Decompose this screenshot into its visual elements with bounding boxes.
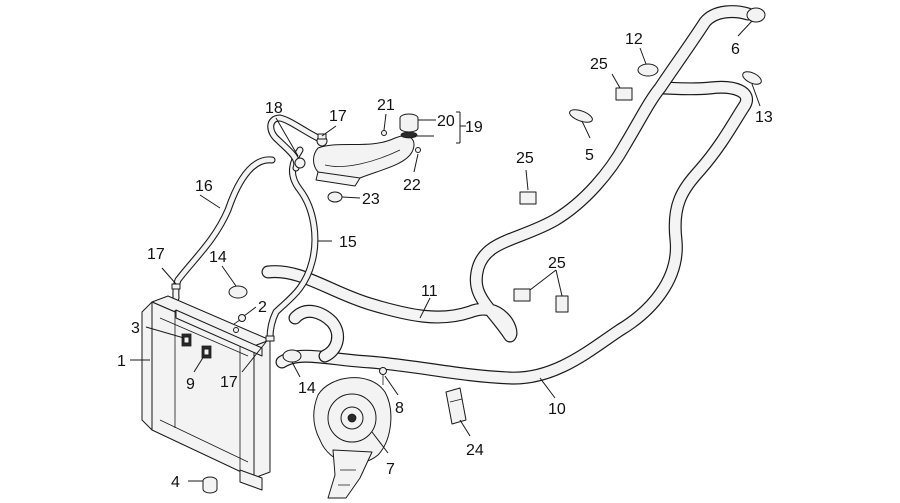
cable-strap-24	[445, 387, 467, 425]
callout-16: 16	[195, 178, 213, 195]
callout-7: 7	[386, 461, 395, 478]
callout-3: 3	[131, 320, 140, 337]
callout-10: 10	[548, 401, 566, 418]
screw-8	[379, 367, 387, 385]
rubber-grommet-4	[202, 476, 218, 494]
callout-14a: 14	[209, 249, 227, 266]
radiator-clip-3	[181, 333, 192, 347]
hose-16	[172, 156, 276, 302]
callout-14b: 14	[298, 380, 316, 397]
hose-clamp-25-middle	[519, 191, 537, 205]
hose-clamp-14-upper	[228, 285, 248, 299]
hose-clamp-25-lower	[513, 288, 569, 313]
hose-11	[261, 5, 755, 343]
clip-17-top	[171, 283, 181, 290]
callout-6: 6	[731, 41, 740, 58]
callout-5: 5	[585, 147, 594, 164]
callout-4: 4	[171, 474, 180, 491]
hose-clamp-12	[637, 63, 659, 77]
clip-17-bottom	[265, 335, 275, 342]
hose-clamp-25-upper	[615, 87, 633, 101]
callout-25c: 25	[548, 255, 566, 272]
callout-22: 22	[403, 177, 421, 194]
callout-11: 11	[421, 283, 438, 300]
callout-25a: 25	[516, 150, 534, 167]
callout-25b: 25	[590, 56, 608, 73]
rubber-mount-23	[327, 191, 343, 203]
screw-2	[233, 314, 246, 333]
hose-18	[267, 114, 326, 172]
callout-13: 13	[755, 109, 773, 126]
hose-clamp-6	[746, 7, 766, 23]
radiator-clip-9	[201, 345, 212, 359]
hose-clamp-5	[569, 109, 593, 123]
callout-1: 1	[117, 353, 126, 370]
leader-lines	[130, 20, 761, 482]
callout-9: 9	[186, 376, 195, 393]
clip-17-tank	[317, 133, 327, 140]
callout-15: 15	[339, 234, 357, 251]
hose-10	[275, 80, 753, 385]
callout-24: 24	[466, 442, 484, 459]
hose-elbow	[288, 304, 345, 363]
hose-clamp-13	[742, 71, 762, 85]
callout-2: 2	[258, 299, 267, 316]
expansion-tank	[294, 135, 415, 187]
callout-17c: 17	[329, 108, 347, 125]
tank-cap-20	[399, 113, 419, 139]
callout-17a: 17	[147, 246, 165, 263]
callout-23: 23	[362, 191, 380, 208]
cooling-fan	[313, 377, 392, 499]
radiator	[141, 295, 271, 491]
callout-18: 18	[265, 100, 283, 117]
callout-17b: 17	[220, 374, 238, 391]
callout-19: 19	[465, 119, 483, 136]
hose-clamp-14-lower	[282, 349, 302, 363]
callout-labels: 1 2 3 4 5 6 7 8 9 10 11 12 13 14 14 15 1…	[117, 31, 773, 491]
hose-15	[266, 146, 319, 342]
callout-12: 12	[625, 31, 643, 48]
callout-21: 21	[377, 97, 395, 114]
screw-21	[381, 130, 387, 136]
screw-22	[415, 147, 421, 153]
callout-20: 20	[437, 113, 455, 130]
callout-8: 8	[395, 400, 404, 417]
